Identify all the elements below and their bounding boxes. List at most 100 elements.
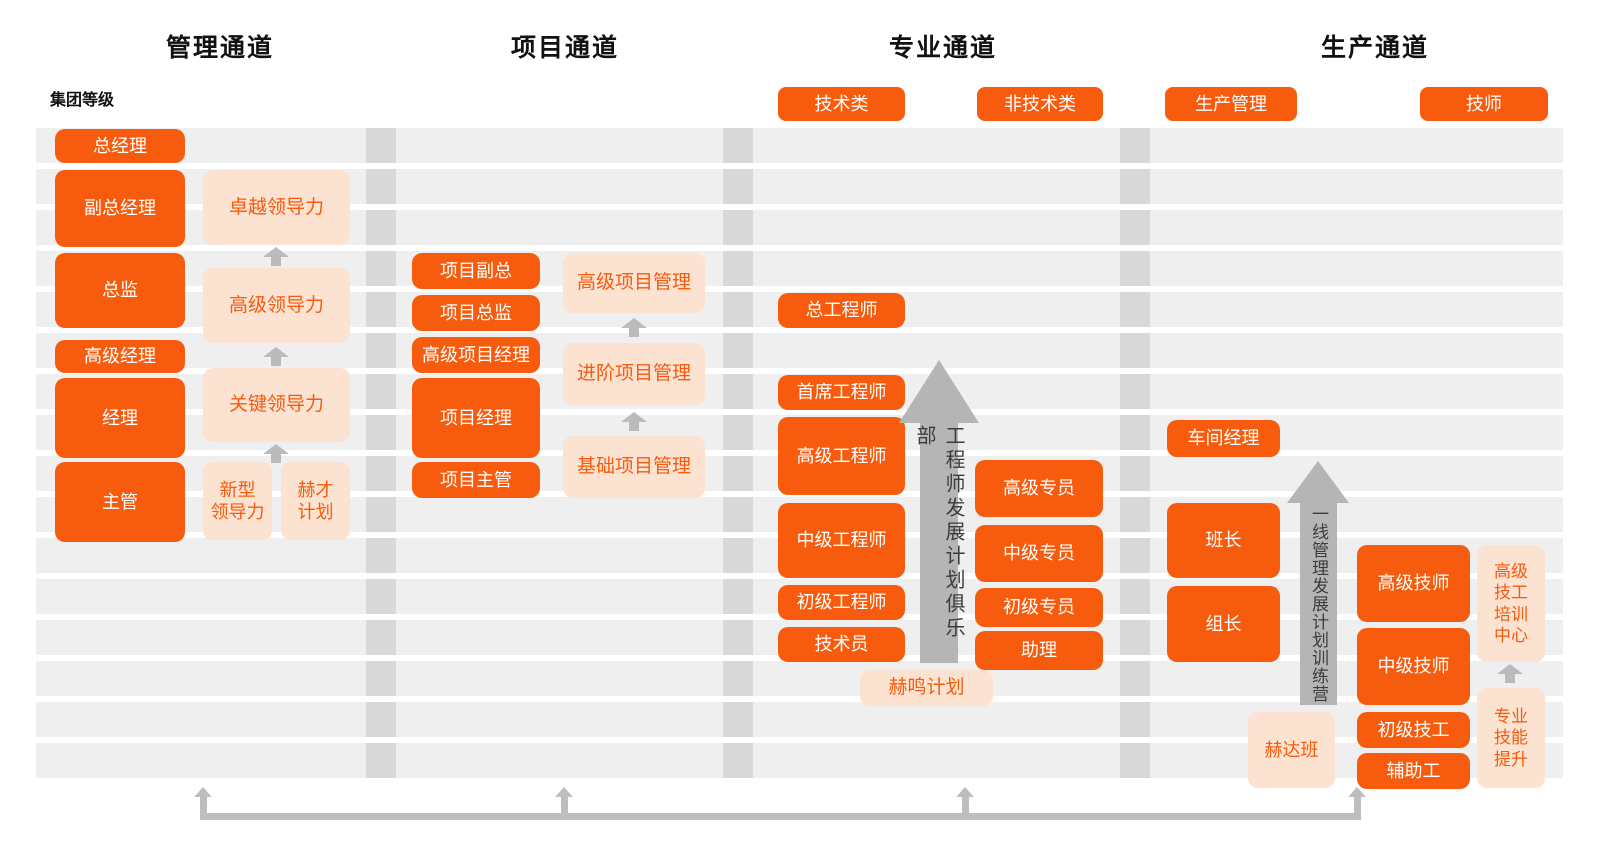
channel-title-project: 项目通道	[510, 34, 619, 62]
role-auxiliary-worker: 辅助工	[1357, 753, 1470, 789]
up-arrow-icon	[621, 318, 647, 337]
connector-up-arrow-icon	[194, 787, 212, 815]
channel-separator	[366, 292, 396, 327]
role-project-director: 项目总监	[412, 295, 540, 331]
role-project-vp: 项目副总	[412, 253, 540, 289]
frontline-camp-arrow-label: 一线管理发展计划训练营	[1309, 505, 1328, 703]
channel-separator	[723, 169, 753, 204]
frontline-camp-arrow-icon	[1287, 458, 1349, 503]
channel-separator	[723, 579, 753, 614]
channel-separator	[723, 743, 753, 778]
channel-separator	[1120, 456, 1150, 491]
role-junior-engineer: 初级工程师	[778, 585, 905, 620]
program-hecai-plan: 赫才 计划	[281, 462, 350, 540]
role-assistant: 助理	[975, 631, 1103, 670]
role-deputy-general-manager: 副总经理	[55, 170, 185, 247]
role-group-leader: 组长	[1167, 586, 1280, 662]
program-skill-improvement: 专业 技能 提升	[1477, 688, 1545, 788]
role-junior-worker: 初级技工	[1357, 712, 1470, 748]
up-arrow-icon	[1497, 664, 1523, 683]
up-arrow-icon	[263, 347, 289, 366]
category-technical: 技术类	[778, 87, 905, 121]
channel-separator	[1120, 702, 1150, 737]
channel-separator	[723, 128, 753, 163]
connector-up-arrow-icon	[1348, 787, 1366, 815]
engineer-club-arrow-label: 工程师发展计划俱乐部	[913, 425, 964, 641]
role-senior-technician: 高级技师	[1357, 545, 1470, 622]
role-technician-staff: 技术员	[778, 627, 905, 662]
channel-separator	[366, 661, 396, 696]
role-intermediate-technician: 中级技师	[1357, 628, 1470, 705]
role-senior-specialist: 高级专员	[975, 460, 1103, 517]
role-manager: 经理	[55, 378, 185, 458]
channel-separator	[1120, 415, 1150, 450]
program-key-leadership: 关键领导力	[203, 368, 350, 442]
channel-separator	[723, 456, 753, 491]
channel-separator	[723, 210, 753, 245]
program-basic-project-mgmt: 基础项目管理	[563, 436, 705, 498]
channel-separator	[1120, 251, 1150, 286]
role-principal-engineer: 首席工程师	[778, 375, 905, 410]
channel-separator	[1120, 538, 1150, 573]
role-general-manager: 总经理	[55, 129, 185, 163]
up-arrow-icon	[263, 444, 289, 463]
channel-title-production: 生产通道	[1320, 34, 1429, 62]
channel-separator	[366, 128, 396, 163]
channel-separator	[1120, 620, 1150, 655]
up-arrow-icon	[621, 412, 647, 431]
channel-separator	[1120, 374, 1150, 409]
channel-separator	[1120, 743, 1150, 778]
role-shift-leader: 班长	[1167, 503, 1280, 578]
channel-separator	[366, 538, 396, 573]
channel-separator	[366, 374, 396, 409]
channel-separator	[723, 292, 753, 327]
channel-separator	[1120, 661, 1150, 696]
engineer-club-arrow-icon	[899, 357, 979, 423]
channel-separator	[723, 374, 753, 409]
channel-title-professional: 专业通道	[888, 34, 997, 62]
channel-separator	[366, 497, 396, 532]
frontline-camp-arrow-shaft: 一线管理发展计划训练营	[1300, 499, 1337, 705]
program-advanced-project-mgmt: 高级项目管理	[563, 253, 705, 313]
channel-separator	[723, 333, 753, 368]
program-new-leadership: 新型 领导力	[203, 462, 272, 540]
role-director: 总监	[55, 253, 185, 328]
channel-separator	[1120, 210, 1150, 245]
category-production-mgmt: 生产管理	[1165, 87, 1297, 121]
role-senior-project-manager: 高级项目经理	[412, 337, 540, 373]
role-senior-manager: 高级经理	[55, 340, 185, 373]
channel-separator	[723, 251, 753, 286]
bottom-connector-line	[200, 813, 1361, 820]
engineer-club-arrow-shaft: 工程师发展计划俱乐部	[913, 419, 964, 663]
program-excellent-leadership: 卓越领导力	[203, 170, 350, 245]
connector-up-arrow-icon	[555, 787, 573, 815]
channel-separator	[723, 702, 753, 737]
channel-separator	[366, 456, 396, 491]
program-senior-leadership: 高级领导力	[203, 268, 350, 343]
channel-separator	[723, 538, 753, 573]
up-arrow-icon	[263, 247, 289, 266]
level-stripe	[36, 128, 1563, 163]
channel-separator	[366, 251, 396, 286]
channel-separator	[366, 743, 396, 778]
program-heming-plan: 赫鸣计划	[860, 670, 993, 706]
program-intermediate-project-mgmt: 进阶项目管理	[563, 343, 705, 405]
category-technician: 技师	[1420, 87, 1548, 121]
role-intermediate-engineer: 中级工程师	[778, 503, 905, 578]
channel-separator	[366, 169, 396, 204]
channel-separator	[1120, 169, 1150, 204]
channel-separator	[1120, 128, 1150, 163]
channel-separator	[1120, 579, 1150, 614]
role-project-supervisor: 项目主管	[412, 462, 540, 498]
connector-up-arrow-icon	[956, 787, 974, 815]
role-senior-engineer: 高级工程师	[778, 417, 905, 495]
role-workshop-manager: 车间经理	[1167, 420, 1280, 457]
channel-separator	[366, 579, 396, 614]
channel-separator	[1120, 333, 1150, 368]
channel-title-management: 管理通道	[165, 34, 274, 62]
program-senior-worker-center: 高级 技工 培训 中心	[1477, 545, 1545, 662]
program-heda-class: 赫达班	[1248, 712, 1335, 788]
channel-separator	[723, 497, 753, 532]
channel-separator	[366, 333, 396, 368]
